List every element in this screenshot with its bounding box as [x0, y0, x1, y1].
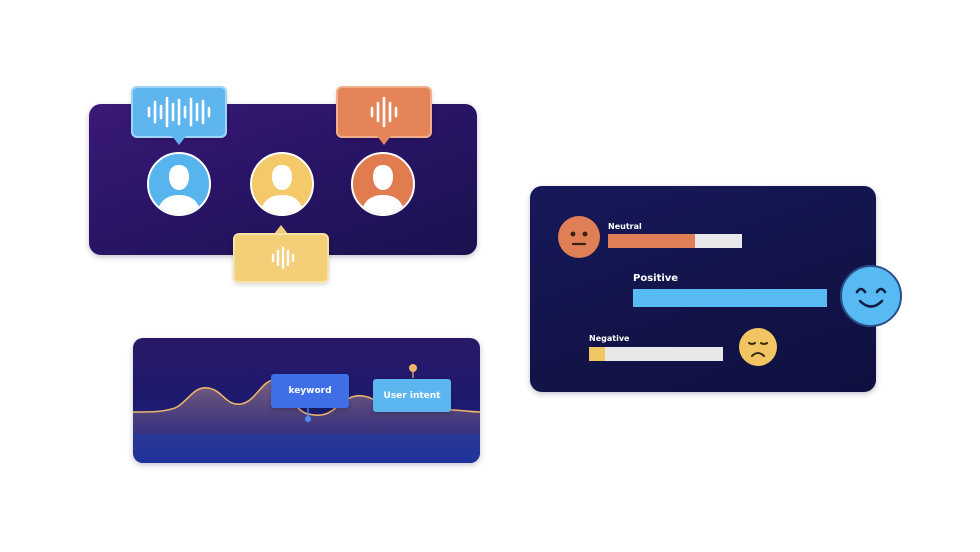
smiling-face-icon — [840, 265, 902, 327]
sad-face-icon — [739, 328, 777, 366]
neutral-bar-fill — [608, 234, 696, 248]
positive-bar-fill — [633, 289, 827, 307]
speaker-blue-avatar — [147, 152, 211, 216]
keyword-tag: keyword — [271, 374, 349, 408]
orange-audio-bubble — [336, 86, 432, 138]
user-intent-tag: User intent — [373, 379, 451, 412]
soundwave-icon — [271, 246, 295, 270]
yellow-bubble-pointer — [274, 225, 288, 234]
speaker-yellow-avatar — [250, 152, 314, 216]
orange-bubble-pointer — [377, 136, 391, 145]
sentiment-card: Neutral Positive Negative — [530, 186, 876, 392]
yellow-audio-bubble — [233, 233, 329, 283]
negative-bar-fill — [589, 347, 606, 361]
negative-bar — [589, 347, 723, 361]
neutral-label: Neutral — [608, 222, 642, 231]
blue-audio-bubble — [131, 86, 227, 138]
positive-bar — [633, 289, 827, 307]
neutral-face-icon — [558, 216, 600, 258]
positive-label: Positive — [633, 273, 679, 284]
blue-bubble-pointer — [172, 136, 186, 145]
soundwave-icon — [147, 96, 211, 128]
keyword-wave-card: keyword User intent — [133, 338, 480, 463]
audio-wave-graph — [133, 364, 480, 463]
negative-label: Negative — [589, 334, 630, 343]
speaker-orange-avatar — [351, 152, 415, 216]
neutral-bar — [608, 234, 742, 248]
soundwave-icon — [370, 96, 398, 128]
